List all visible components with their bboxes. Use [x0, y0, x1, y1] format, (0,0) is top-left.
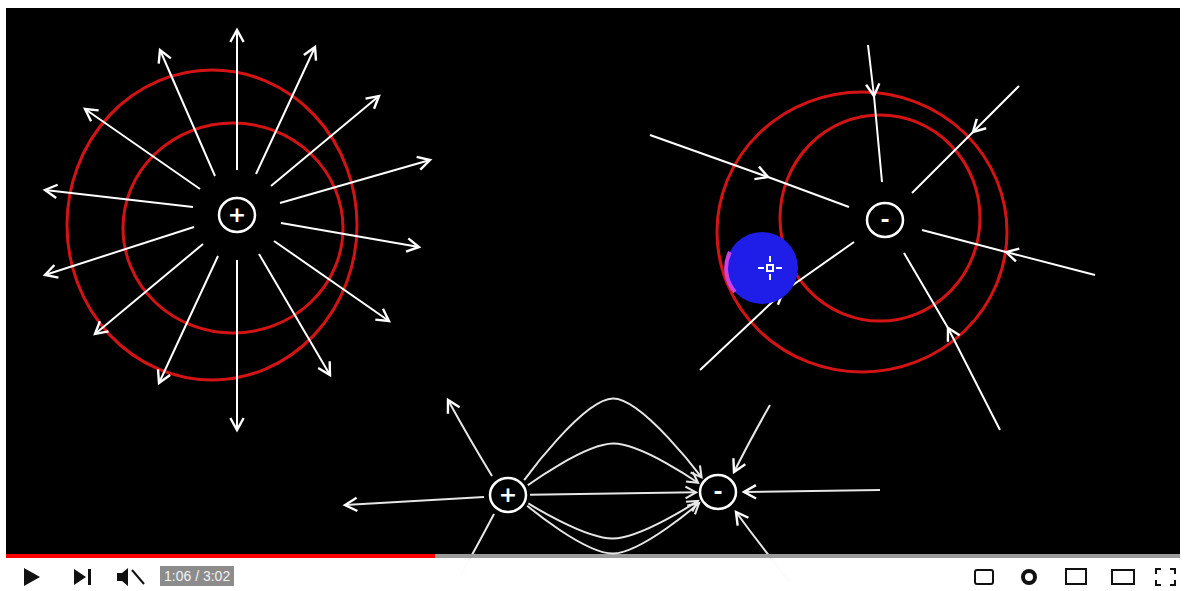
field-line [448, 400, 492, 476]
dipole-field-line [527, 503, 699, 553]
field-line [904, 253, 1000, 430]
field-line [256, 47, 315, 174]
charge-sign: - [880, 209, 889, 231]
charge-circle: + [217, 195, 257, 235]
charge-circle: + [488, 475, 528, 515]
field-line [45, 190, 193, 207]
charge-sign: + [228, 204, 246, 226]
charge-sign: + [499, 484, 517, 506]
control-bar [0, 559, 1186, 591]
field-line [236, 260, 238, 430]
player-right-icons [975, 569, 1175, 585]
field-line [259, 254, 330, 375]
field-line [45, 227, 194, 275]
charge-ring [219, 198, 255, 232]
inward-field-lines [650, 45, 1095, 430]
field-line [922, 230, 1095, 275]
crosshair-center [767, 265, 773, 271]
field-line [650, 135, 849, 207]
cursor-crosshair [758, 256, 782, 280]
progress-remaining [435, 554, 1180, 558]
field-line [95, 244, 203, 334]
field-line [345, 497, 484, 505]
crosshair-tick [776, 267, 782, 269]
charge-ring [867, 203, 903, 237]
equipotential-ring [717, 92, 1007, 372]
mute-icon [117, 568, 128, 586]
field-line [159, 256, 218, 383]
field-line [734, 405, 770, 472]
field-line [868, 45, 882, 182]
cursor-highlight [726, 232, 798, 304]
field-line [281, 223, 419, 247]
outward-field-lines [45, 30, 430, 430]
theater-icon [1112, 570, 1134, 584]
field-line [280, 160, 430, 203]
charge-circle: - [698, 472, 738, 512]
charge-ring [700, 475, 736, 509]
video-timestamp: 1:06 / 3:02 [160, 566, 234, 586]
subtitles-icon [975, 570, 993, 584]
field-line [160, 50, 215, 176]
field-line [744, 490, 880, 492]
charge-ring [490, 478, 526, 512]
settings-icon [1023, 571, 1035, 583]
crosshair-tick [769, 274, 771, 280]
equipotential-ring [780, 115, 980, 321]
charge-sign: - [713, 481, 722, 503]
crosshair-tick [758, 267, 764, 269]
play-icon [24, 568, 40, 586]
cursor-highlight-edge [726, 252, 735, 292]
field-line [271, 96, 379, 186]
field-line [236, 30, 238, 170]
crosshair-tick [769, 256, 771, 262]
equipotential-ring [67, 70, 357, 380]
dipole-field-line [528, 501, 698, 539]
dipole-field-line [528, 443, 698, 485]
charge-circle: - [865, 200, 905, 240]
mute-slash [132, 570, 144, 584]
fullscreen-icon [1156, 569, 1175, 585]
miniplayer-icon [1066, 569, 1086, 584]
next-icon [74, 569, 91, 585]
video-frame [6, 8, 1180, 556]
field-line [85, 109, 200, 189]
dipole-field-line [530, 492, 696, 494]
field-line [912, 86, 1019, 193]
progress-played [6, 554, 435, 558]
